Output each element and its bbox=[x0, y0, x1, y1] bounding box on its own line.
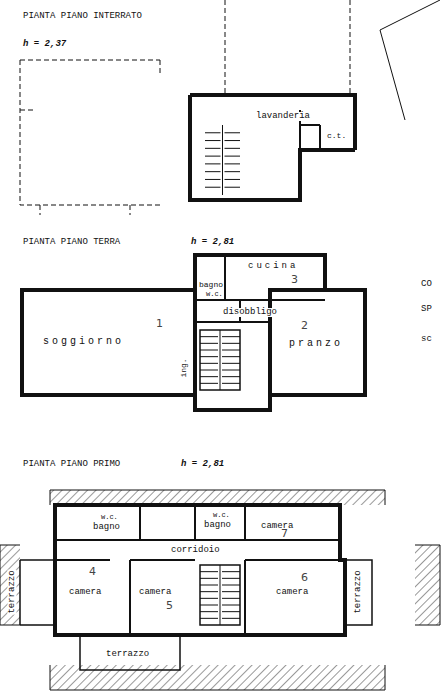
room-label: sc bbox=[420, 335, 433, 344]
room-label: cucina bbox=[247, 262, 299, 271]
room-label: corridoio bbox=[170, 546, 221, 555]
room-label: CO bbox=[420, 280, 433, 289]
room-label: camera bbox=[138, 588, 172, 597]
room-number: 3 bbox=[290, 274, 299, 285]
room-number: 6 bbox=[300, 572, 309, 583]
room-label: camera bbox=[260, 522, 294, 531]
room-label: h = 2,81 bbox=[190, 238, 235, 247]
room-label: bagno bbox=[198, 281, 224, 289]
room-label: soggiorno bbox=[42, 337, 125, 347]
room-number: 2 bbox=[300, 320, 309, 331]
room-label: h = 2,81 bbox=[180, 460, 225, 469]
room-label: pranzo bbox=[288, 339, 344, 349]
room-label: lavanderia bbox=[255, 112, 311, 121]
room-label: h = 2,37 bbox=[22, 40, 67, 49]
room-number: 1 bbox=[155, 318, 164, 329]
room-label: ing. bbox=[180, 357, 188, 378]
room-number: 7 bbox=[280, 528, 289, 539]
room-label: terrazzo bbox=[105, 650, 150, 659]
room-label: bagno bbox=[203, 521, 232, 530]
room-label: w.c. bbox=[100, 514, 119, 521]
room-label: w.c. bbox=[205, 291, 224, 298]
room-number: 5 bbox=[165, 600, 174, 611]
room-label: c.t. bbox=[326, 132, 347, 140]
room-label: camera bbox=[68, 588, 102, 597]
room-label: SP bbox=[420, 305, 433, 314]
room-number: 4 bbox=[88, 566, 97, 577]
room-label: camera bbox=[275, 588, 309, 597]
room-label: terrazzo bbox=[8, 569, 17, 614]
plan-title: PIANTA PIANO INTERRATO bbox=[22, 12, 143, 21]
room-label: w.c. bbox=[212, 512, 231, 519]
room-label: disobbligo bbox=[222, 308, 278, 317]
plan-title: PIANTA PIANO TERRA bbox=[22, 238, 121, 247]
room-label: bagno bbox=[92, 523, 121, 532]
room-label: terrazzo bbox=[354, 569, 363, 614]
plan-title: PIANTA PIANO PRIMO bbox=[22, 460, 121, 469]
